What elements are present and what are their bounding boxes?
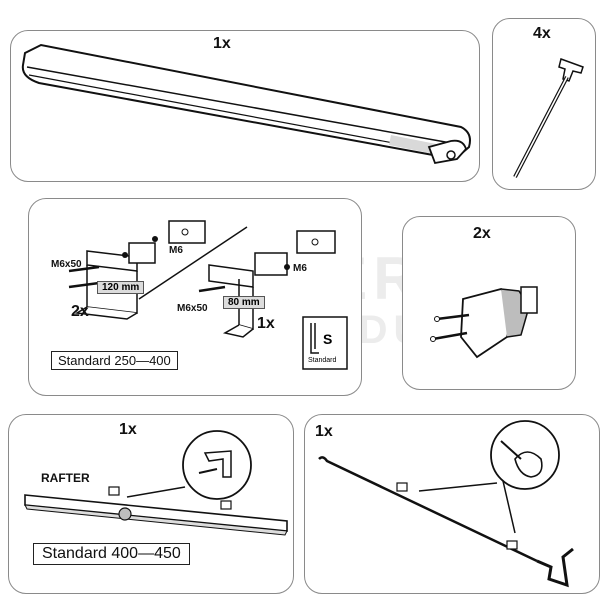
profile-letter: S	[323, 331, 333, 347]
stakes-quantity: 4x	[533, 25, 551, 42]
rafter-quantity: 1x	[119, 421, 137, 438]
brackets-panel: M6x50 M6 120 mm 2x M6x50 M6 80 mm 1x S S…	[28, 198, 362, 396]
stakes-panel: 4x	[492, 18, 596, 190]
right-dimension: 80 mm	[223, 296, 265, 309]
brackets-illustration	[68, 220, 348, 370]
clamps-quantity: 2x	[473, 225, 491, 242]
right-screw-label: M6x50	[177, 303, 208, 314]
rafter-label: RAFTER	[41, 471, 90, 485]
clamp-illustration	[430, 286, 538, 359]
standard-range-label: Standard 250—400	[51, 351, 178, 370]
awning-quantity: 1x	[213, 35, 231, 52]
crank-illustration	[318, 420, 574, 588]
rafter-standard-range-label: Standard 400—450	[33, 543, 190, 565]
awning-panel: 1x	[10, 30, 480, 182]
awning-illustration	[21, 43, 471, 165]
right-nut-label: M6	[293, 263, 307, 274]
profile-caption: Standard	[308, 357, 337, 364]
left-nut-label: M6	[169, 245, 183, 256]
left-screw-label: M6x50	[51, 259, 82, 270]
rafter-illustration	[24, 430, 288, 536]
crank-panel: 1x	[304, 414, 600, 594]
rafter-panel: 1x RAFTER Standard 400—450	[8, 414, 294, 594]
crank-quantity: 1x	[315, 423, 333, 440]
left-bracket-quantity: 2x	[71, 303, 89, 320]
left-dimension: 120 mm	[97, 281, 145, 294]
stake-icon	[513, 58, 584, 178]
clamps-panel: 2x	[402, 216, 576, 390]
right-bracket-quantity: 1x	[257, 315, 275, 332]
